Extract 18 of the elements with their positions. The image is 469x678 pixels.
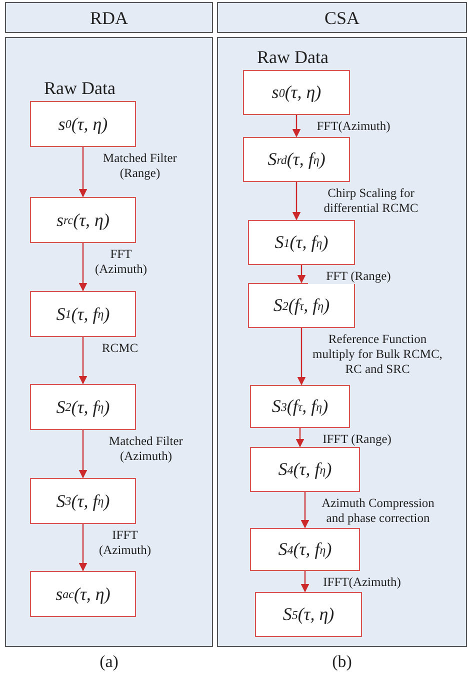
arrow (292, 115, 301, 138)
heading-text: Raw Data (44, 77, 116, 99)
arrow (78, 147, 88, 198)
node-label: (a) (98, 652, 120, 672)
arrow (300, 571, 310, 592)
arrow (78, 337, 88, 384)
column-header: CSA (217, 2, 467, 33)
arrow (297, 328, 306, 386)
heading-text: Raw Data (257, 46, 328, 68)
node-label: (b) (331, 652, 353, 672)
column-header: RDA (5, 2, 213, 33)
arrow (78, 243, 88, 292)
arrow (78, 524, 88, 572)
arrow (300, 492, 310, 528)
arrow (78, 430, 88, 478)
arrow (297, 265, 306, 284)
arrow (296, 428, 304, 448)
arrow (292, 182, 301, 220)
